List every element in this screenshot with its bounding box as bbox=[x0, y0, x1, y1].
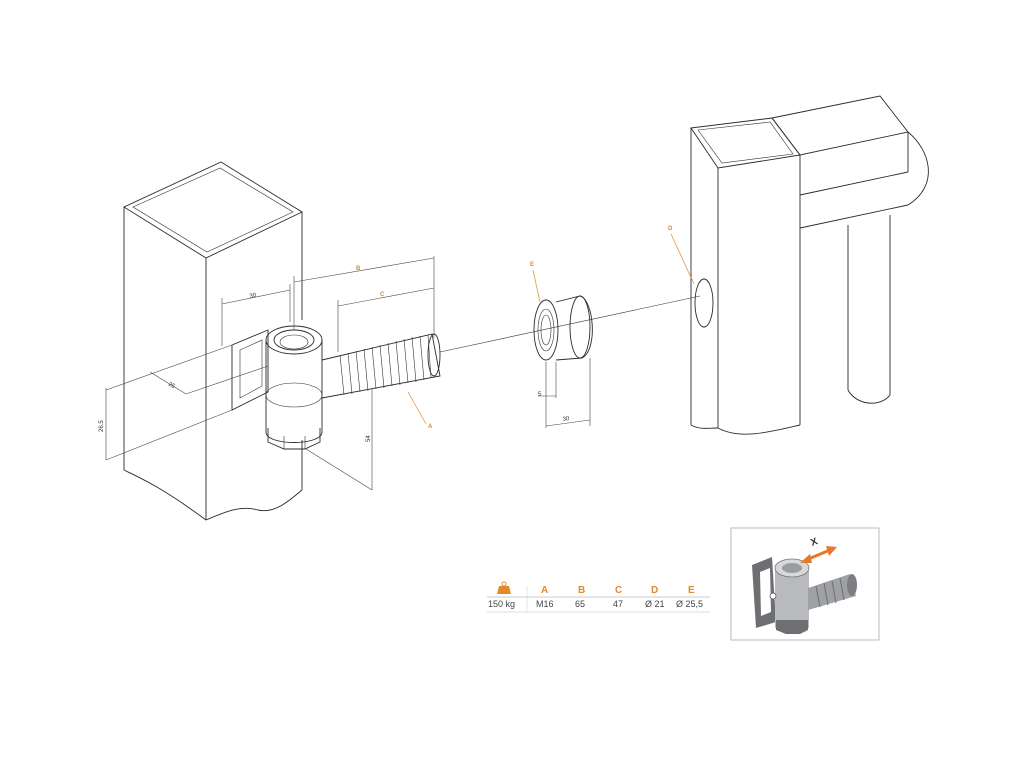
label-b: B bbox=[356, 266, 361, 272]
table-header-c: C bbox=[615, 585, 622, 596]
table-value-load: 150 kg bbox=[488, 599, 515, 609]
adjustment-arrow bbox=[800, 546, 837, 563]
table-value-d: Ø 21 bbox=[645, 599, 665, 609]
dim-5: 5 bbox=[538, 392, 542, 398]
bushing bbox=[533, 295, 593, 361]
table-value-c: 47 bbox=[613, 599, 623, 609]
table-value-a: M16 bbox=[536, 599, 554, 609]
dim-54: 54 bbox=[366, 435, 372, 442]
table-header-d: D bbox=[651, 585, 658, 596]
label-e: E bbox=[530, 262, 534, 268]
dimension-lines bbox=[105, 256, 591, 491]
dim-30-bushing: 30 bbox=[562, 416, 570, 423]
table-header-a: A bbox=[541, 585, 548, 596]
spec-table: A B C D E 150 kg M16 65 47 Ø 21 Ø 25,5 bbox=[487, 581, 710, 613]
dim-30-top: 30 bbox=[249, 293, 257, 300]
label-d: D bbox=[668, 226, 673, 232]
part-labels: B C A E D bbox=[356, 226, 695, 430]
table-value-b: 65 bbox=[575, 599, 585, 609]
inset-adjustment-view: X bbox=[730, 527, 880, 641]
table-header-b: B bbox=[578, 585, 585, 596]
table-header-e: E bbox=[688, 585, 695, 596]
dimension-values: 30 25 26.5 54 5 30 bbox=[99, 293, 571, 442]
label-c: C bbox=[380, 292, 385, 298]
inset-axis-label: X bbox=[809, 536, 819, 549]
hinge-assembly bbox=[231, 325, 441, 450]
weight-icon bbox=[497, 581, 511, 594]
dim-26-5: 26.5 bbox=[99, 420, 105, 432]
bolt-thread bbox=[339, 334, 432, 396]
right-post bbox=[690, 95, 929, 435]
dim-25: 25 bbox=[167, 382, 176, 391]
table-value-e: Ø 25,5 bbox=[676, 599, 703, 609]
label-a: A bbox=[428, 424, 433, 430]
left-post bbox=[123, 161, 303, 521]
